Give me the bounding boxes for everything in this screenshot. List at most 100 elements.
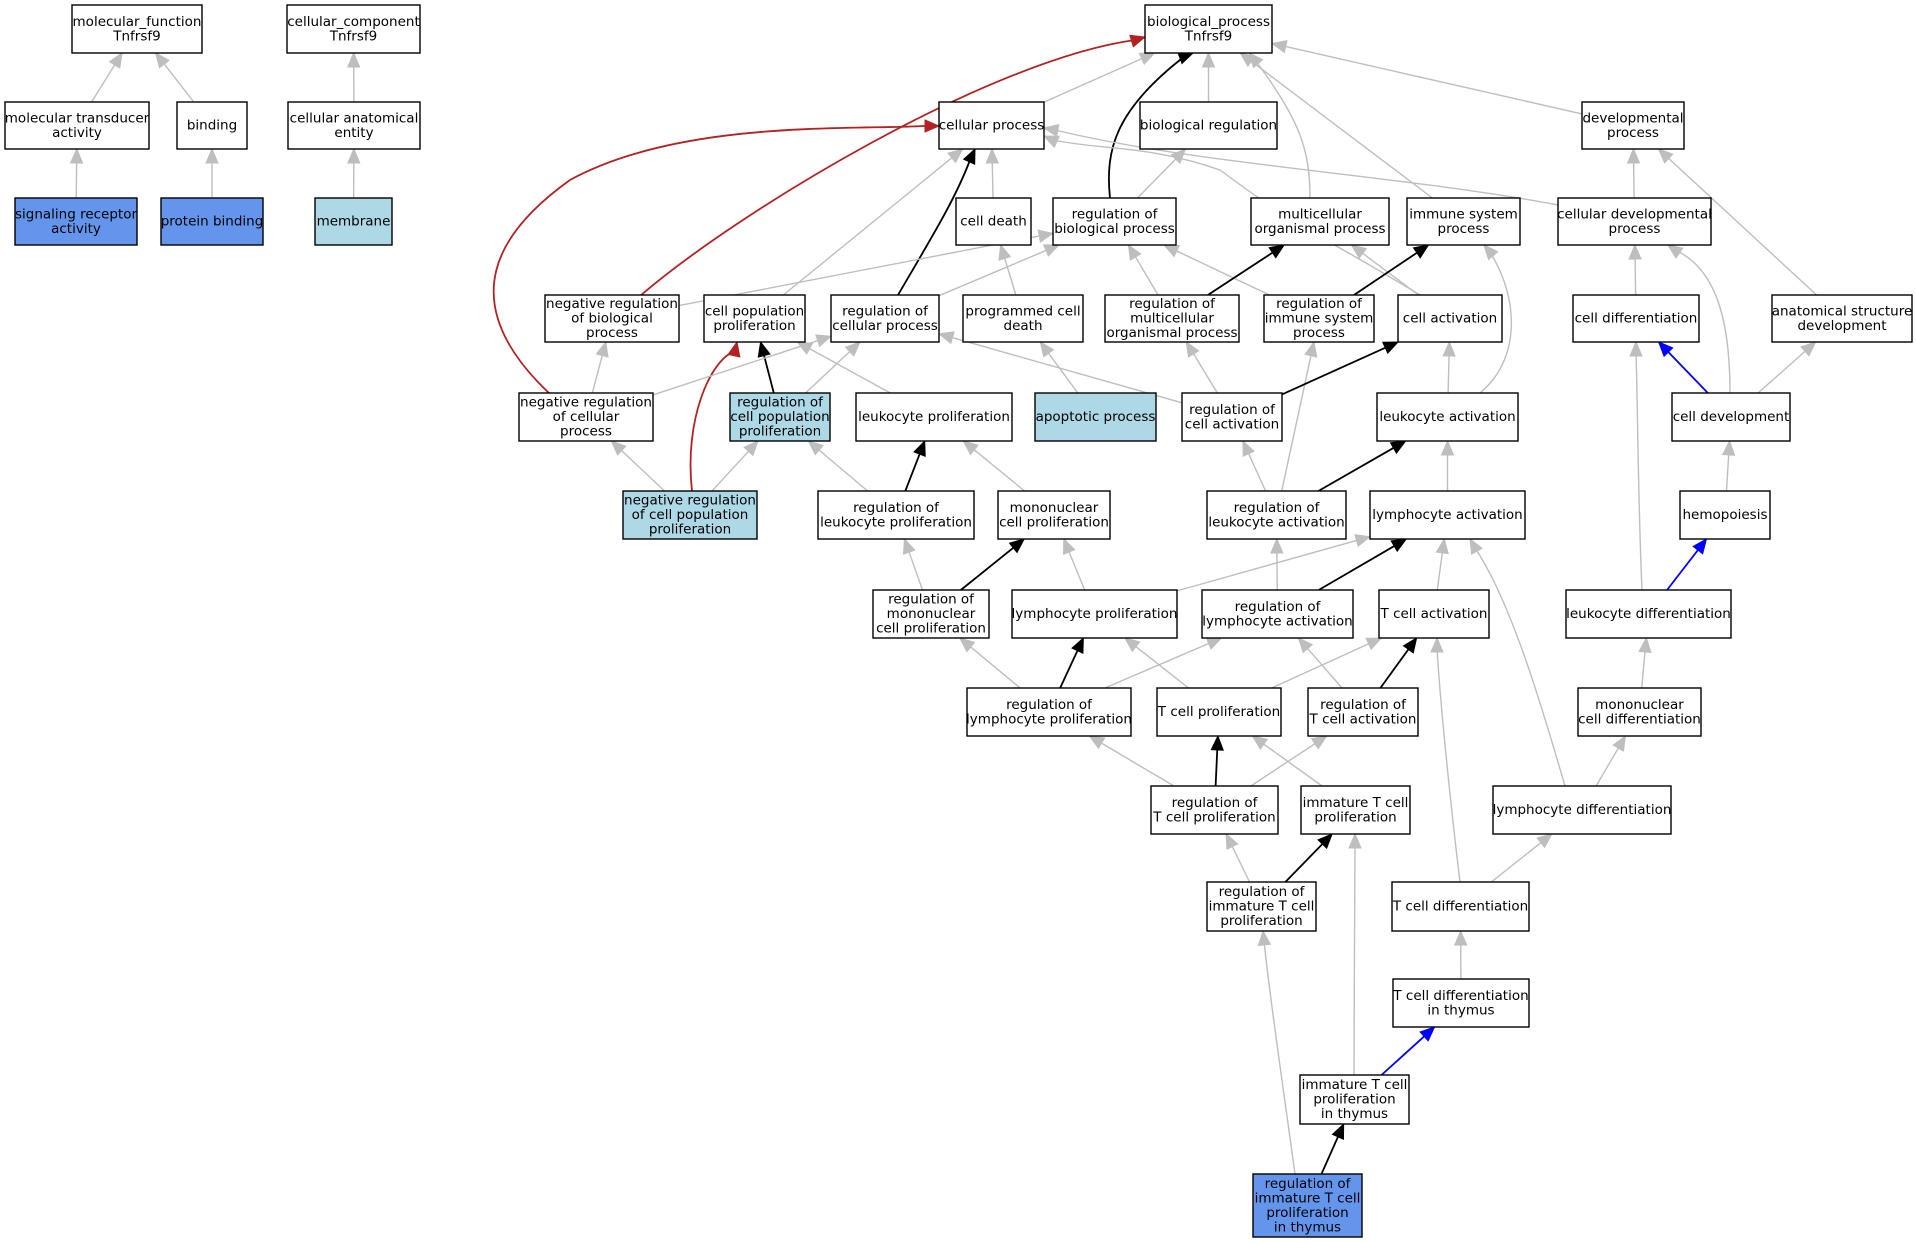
node-label-line: of cellular [553,409,620,425]
node-cdev[interactable]: cell development [1671,392,1791,442]
node-box [1557,197,1712,246]
edge-nrbp-to-rbp [678,229,1055,307]
node-lyp[interactable]: lymphocyte proliferation [1011,589,1178,639]
node-ca[interactable]: cell activation [1397,294,1503,343]
node-tcd[interactable]: T cell differentiation [1391,881,1530,932]
node-label-line: organismal process [1254,221,1385,237]
node-tcp[interactable]: T cell proliferation [1156,687,1282,737]
edge-line [991,160,994,199]
arrowhead-icon [924,119,941,133]
arrowhead-icon [1402,636,1418,654]
node-box [1577,687,1702,737]
node-ld[interactable]: leukocyte differentiation [1565,589,1732,639]
node-cdiff[interactable]: cell differentiation [1572,294,1700,343]
arrowhead-icon [1629,340,1643,357]
edge-cae-to-cc [346,51,361,103]
node-label-line: in thymus [1427,1002,1494,1018]
edge-rcpp-to-cpp [757,340,775,394]
node-mem[interactable]: membrane [314,197,393,246]
node-label-line: cell differentiation [1575,311,1698,327]
edge-line [1108,55,1186,199]
edge-line [1133,644,1189,689]
node-label-line: T cell activation [1309,711,1417,727]
node-rtcp[interactable]: regulation ofT cell proliferation [1150,785,1279,835]
edge-line [1283,45,1583,115]
node-box [1671,392,1791,442]
arrowhead-icon [1483,244,1499,261]
node-label-line: process [1609,221,1661,237]
arrowhead-icon [958,637,976,653]
edge-line [1380,1034,1427,1076]
node-cd[interactable]: cell death [955,197,1032,246]
arrowhead-icon [108,51,123,69]
edge-line [1214,747,1219,787]
arrowhead-icon [1390,538,1408,553]
edge-cdev-to-cdp [1666,244,1731,394]
arrowhead-icon [1205,637,1223,650]
node-breg[interactable]: biological regulation [1139,101,1278,150]
node-la[interactable]: leukocyte activation [1376,392,1519,442]
node-label-line: molecular transducer [5,110,150,126]
node-label-line: immune system [1409,206,1518,222]
arrowhead-icon [1063,537,1076,555]
node-box [622,490,758,540]
node-binding[interactable]: binding [176,101,248,150]
node-tca[interactable]: T cell activation [1378,589,1490,639]
node-hemo[interactable]: hemopoiesis [1679,490,1771,540]
node-label-line: regulation of [737,395,824,411]
arrowhead-icon [962,440,979,456]
edge-mem-to-cae [347,147,361,199]
node-lyd[interactable]: lymphocyte differentiation [1492,785,1672,835]
edge-ritcp-to-rtcp [1225,832,1251,883]
edge-line [1320,1134,1340,1175]
node-label-line: Tnfrsf9 [329,28,377,44]
node-rtca[interactable]: regulation ofT cell activation [1307,687,1419,737]
node-box [14,197,138,246]
edge-rmop-to-rbp [1127,243,1159,296]
node-cp[interactable]: cellular process [938,101,1045,150]
node-ap[interactable]: apoptotic process [1034,392,1157,442]
node-lya[interactable]: lymphocyte activation [1369,490,1526,540]
edge-line [91,62,117,103]
edge-line [1104,642,1211,689]
node-lp[interactable]: leukocyte proliferation [855,392,1013,442]
arrowhead-icon [1201,51,1216,68]
edge-tcp-to-lyp [1123,637,1189,689]
node-pb[interactable]: protein binding [160,197,264,246]
